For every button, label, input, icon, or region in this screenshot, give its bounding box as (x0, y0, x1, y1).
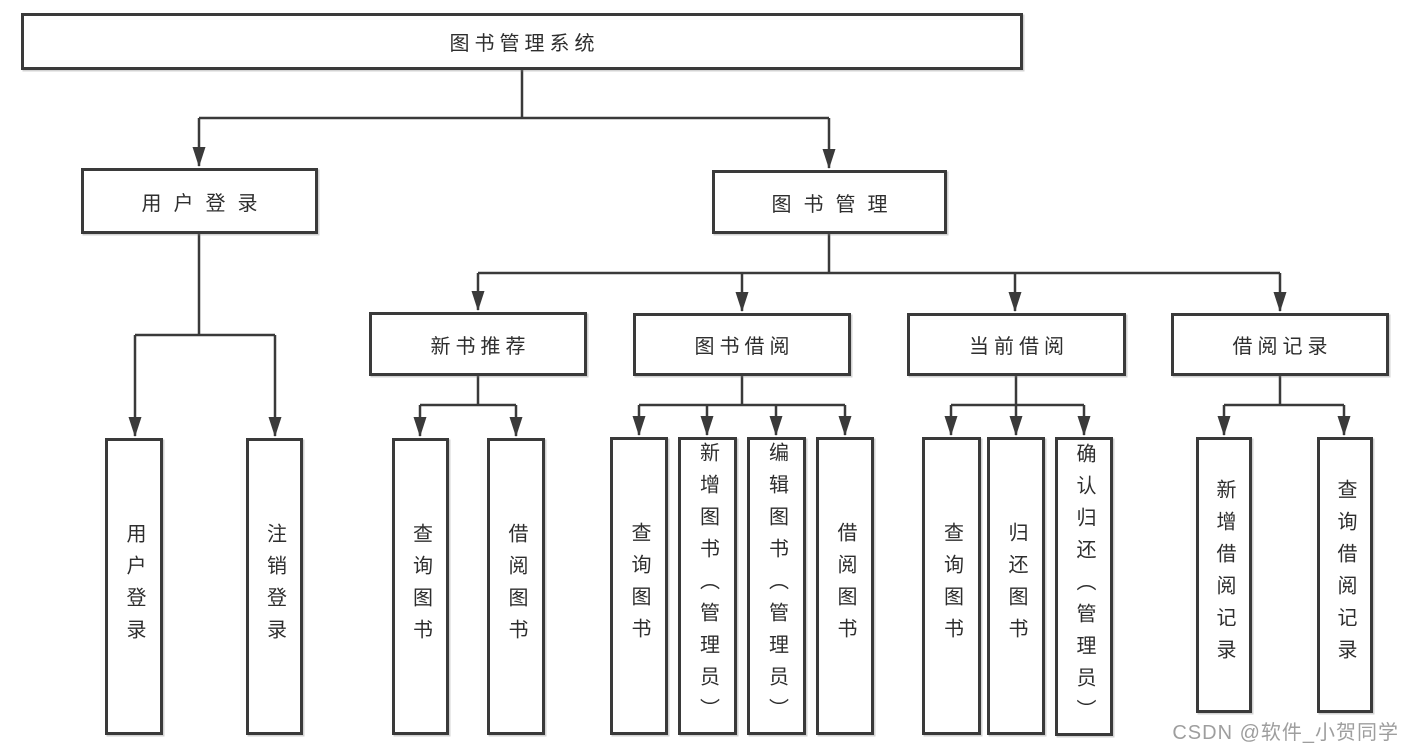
leaf-bb-edit-books-admin: 编辑图书（管理员） (747, 437, 806, 735)
leaf-cb-query-books: 查询图书 (922, 437, 981, 735)
node-new-book-recommend-label: 新书推荐 (430, 335, 531, 358)
leaf-cb-return-books: 归还图书 (987, 437, 1045, 735)
csdn-watermark: CSDN @软件_小贺同学 (1172, 722, 1399, 744)
leaf-nb-borrow-books: 借阅图书 (487, 438, 545, 735)
root-node-label: 图书管理系统 (449, 33, 600, 55)
node-user-login-label: 用户登录 (141, 192, 270, 215)
leaf-bb-query-books: 查询图书 (610, 437, 668, 735)
node-current-borrowing-label: 当前借阅 (969, 336, 1069, 358)
leaf-logout: 注销登录 (246, 438, 303, 735)
leaf-bb-add-books-admin: 新增图书（管理员） (678, 437, 737, 735)
leaf-br-query-record-label: 查询借阅记录 (1334, 479, 1356, 671)
leaf-br-add-record: 新增借阅记录 (1196, 437, 1252, 713)
node-book-management-label: 图书管理 (771, 193, 900, 216)
leaf-nb-query-books-label: 查询图书 (409, 522, 432, 651)
leaf-cb-return-books-label: 归还图书 (1005, 522, 1027, 650)
node-book-borrowing-label: 图书借阅 (694, 336, 795, 358)
leaf-bb-borrow-books: 借阅图书 (816, 437, 874, 735)
leaf-bb-edit-books-admin-label: 编辑图书（管理员） (765, 442, 788, 730)
leaf-br-add-record-label: 新增借阅记录 (1213, 479, 1235, 671)
leaf-cb-query-books-label: 查询图书 (940, 522, 963, 650)
leaf-bb-query-books-label: 查询图书 (628, 522, 650, 650)
node-current-borrowing: 当前借阅 (907, 313, 1126, 376)
leaf-bb-borrow-books-label: 借阅图书 (834, 522, 856, 650)
node-borrowing-records: 借阅记录 (1171, 313, 1389, 376)
node-new-book-recommend: 新书推荐 (369, 312, 587, 376)
root-node-library-system: 图书管理系统 (21, 13, 1023, 70)
node-user-login: 用户登录 (81, 168, 318, 234)
leaf-cb-confirm-return-admin: 确认归还（管理员） (1055, 437, 1113, 736)
leaf-user-login: 用户登录 (105, 438, 163, 735)
leaf-bb-add-books-admin-label: 新增图书（管理员） (696, 442, 719, 730)
leaf-nb-query-books: 查询图书 (392, 438, 449, 735)
node-borrowing-records-label: 借阅记录 (1232, 336, 1333, 358)
leaf-logout-label: 注销登录 (263, 522, 286, 651)
leaf-br-query-record: 查询借阅记录 (1317, 437, 1373, 713)
node-book-management: 图书管理 (712, 170, 947, 234)
leaf-user-login-label: 用户登录 (123, 522, 145, 651)
node-book-borrowing: 图书借阅 (633, 313, 851, 376)
leaf-nb-borrow-books-label: 借阅图书 (505, 522, 527, 651)
leaf-cb-confirm-return-admin-label: 确认归还（管理员） (1073, 442, 1095, 731)
